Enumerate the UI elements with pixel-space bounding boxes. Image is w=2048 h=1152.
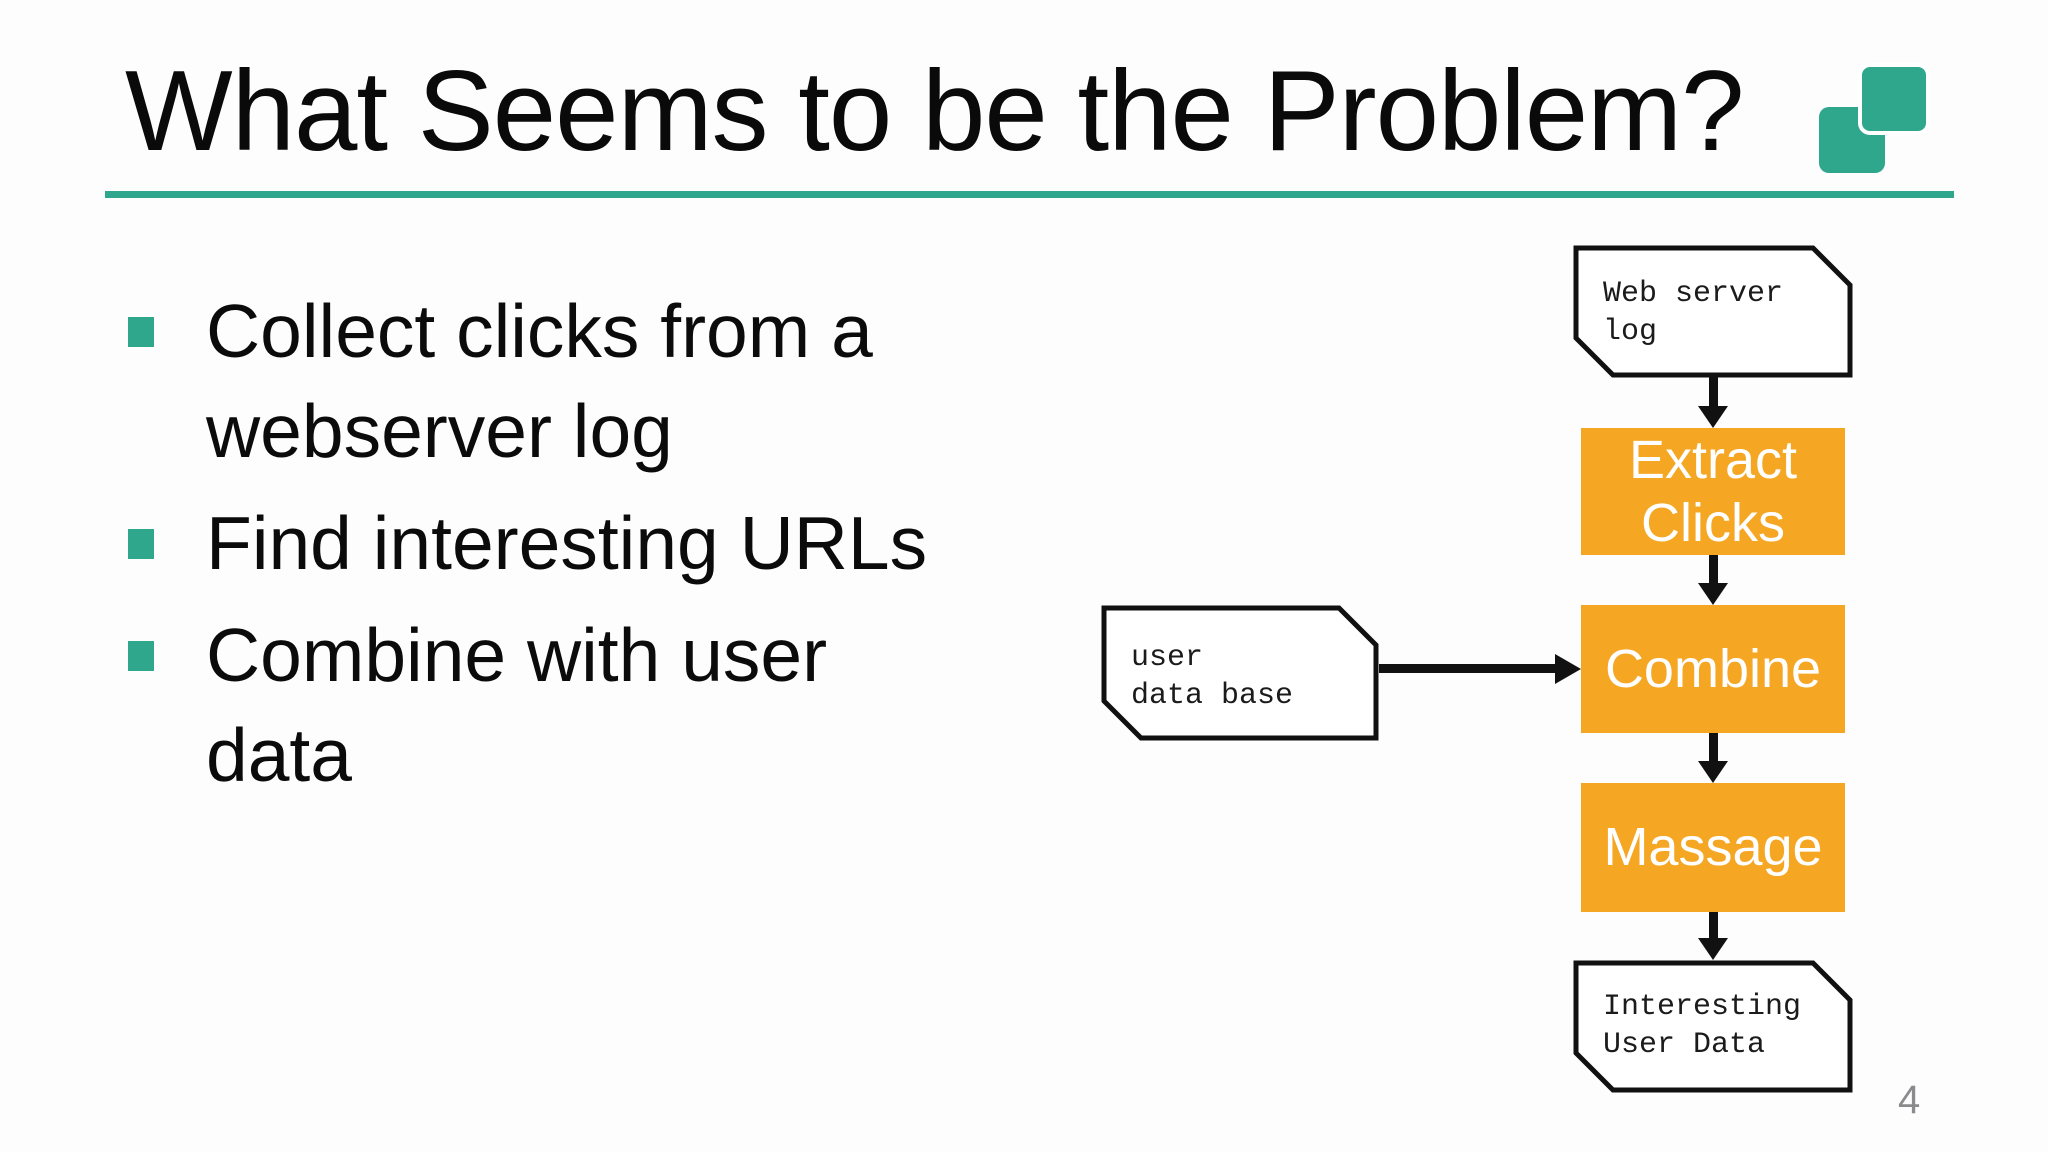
bullet-square-icon <box>128 529 154 559</box>
node-extract-clicks: Extract Clicks <box>1581 428 1845 555</box>
bullet-text: Combine with user data <box>206 613 828 797</box>
document-shape-icon <box>1573 245 1853 378</box>
bullet-list: Collect clicks from a webserver log Find… <box>128 281 946 817</box>
logo-square-front-icon <box>1858 63 1930 135</box>
node-label-line: Interesting <box>1603 990 1802 1024</box>
node-interesting-user-data: Interesting User Data <box>1573 960 1853 1093</box>
node-web-server-log: Web server log <box>1573 245 1853 378</box>
arrow-head <box>1698 938 1728 960</box>
document-shape-icon <box>1101 605 1379 741</box>
node-label-line: Massage <box>1603 817 1823 878</box>
arrow-head <box>1698 406 1728 428</box>
arrow-shaft <box>1708 912 1718 938</box>
node-label: user data base <box>1131 639 1367 715</box>
page-number: 4 <box>1898 1078 1921 1122</box>
arrow-down-icon <box>1698 555 1728 605</box>
bullet-square-icon <box>128 641 154 671</box>
arrow-shaft <box>1708 377 1718 406</box>
bullet-square-icon <box>128 317 154 347</box>
bullet-item: Combine with user data <box>128 605 946 805</box>
node-label: Interesting User Data <box>1603 988 1841 1064</box>
arrow-shaft <box>1708 733 1718 761</box>
node-label-line: data base <box>1131 679 1294 713</box>
node-label-line: log <box>1603 315 1658 349</box>
logo-squares-icon <box>1810 55 1940 185</box>
document-shape-icon <box>1573 960 1853 1093</box>
title-underline <box>105 191 1954 198</box>
slide-title: What Seems to be the Problem? <box>125 48 1744 175</box>
arrow-shaft <box>1708 555 1718 583</box>
node-label-line: Extract <box>1628 429 1798 490</box>
arrow-right-icon <box>1379 654 1581 684</box>
node-combine: Combine <box>1581 605 1845 733</box>
node-label-line: Clicks <box>1641 492 1785 553</box>
node-massage: Massage <box>1581 783 1845 912</box>
node-label-line: Web server <box>1603 277 1784 311</box>
arrow-down-icon <box>1698 733 1728 783</box>
bullet-text: Find interesting URLs <box>206 501 928 585</box>
node-label-line: Combine <box>1604 638 1822 699</box>
arrow-head <box>1555 654 1581 684</box>
arrow-head <box>1698 583 1728 605</box>
bullet-item: Find interesting URLs <box>128 493 946 593</box>
node-label-line: User Data <box>1603 1028 1766 1062</box>
arrow-down-icon <box>1698 912 1728 960</box>
arrow-head <box>1698 761 1728 783</box>
node-label: Web server log <box>1603 275 1841 351</box>
arrow-shaft <box>1379 664 1556 673</box>
node-label-line: user <box>1131 641 1204 675</box>
bullet-text: Collect clicks from a webserver log <box>206 289 873 473</box>
node-user-data-base: user data base <box>1101 605 1379 741</box>
arrow-down-icon <box>1698 377 1728 428</box>
bullet-item: Collect clicks from a webserver log <box>128 281 946 481</box>
